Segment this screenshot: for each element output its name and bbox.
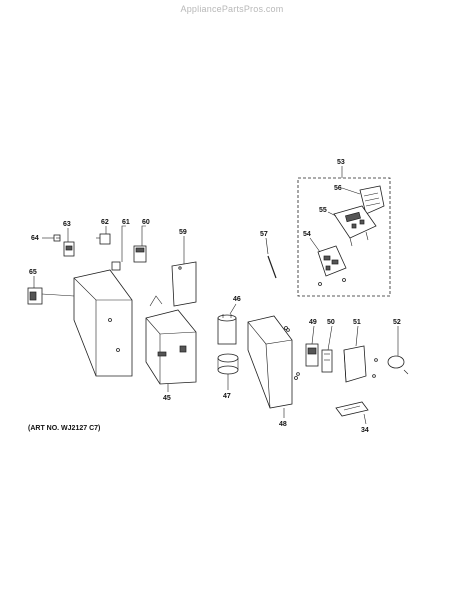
callout-47: 47: [223, 393, 231, 400]
part-65-bracket[interactable]: [27, 287, 43, 305]
part-56-panel[interactable]: [359, 185, 385, 215]
part-64-clip[interactable]: [53, 234, 61, 242]
callout-56: 56: [334, 185, 342, 192]
callout-52: 52: [393, 319, 401, 326]
part-50-display[interactable]: [321, 349, 333, 373]
callout-60: 60: [142, 219, 150, 226]
callout-53: 53: [337, 159, 345, 166]
callout-64: 64: [31, 235, 39, 242]
part-62-relay[interactable]: [96, 233, 111, 245]
part-55-control-board[interactable]: [333, 205, 377, 247]
part-46-capacitor[interactable]: [217, 314, 237, 345]
callout-62: 62: [101, 219, 109, 226]
art-number-label: (ART NO. WJ2127 C7): [28, 425, 101, 432]
part-52-cap[interactable]: [387, 355, 409, 375]
callout-63: 63: [63, 221, 71, 228]
callout-61: 61: [122, 219, 130, 226]
part-48-panel[interactable]: [247, 315, 298, 409]
callout-34: 34: [361, 427, 369, 434]
callout-54: 54: [303, 231, 311, 238]
part-57-wire[interactable]: [267, 255, 277, 279]
part-34-remote[interactable]: [335, 401, 369, 417]
part-59-panel[interactable]: [171, 261, 197, 307]
assembly-53-group-box: [297, 177, 391, 297]
callout-65: 65: [29, 269, 37, 276]
callout-59: 59: [179, 229, 187, 236]
watermark: AppliancePartsPros.com: [180, 4, 284, 14]
control-housing[interactable]: [41, 269, 133, 377]
callout-55: 55: [319, 207, 327, 214]
callout-51: 51: [353, 319, 361, 326]
part-60-thermostat[interactable]: [133, 245, 147, 263]
part-51-housing[interactable]: [343, 345, 367, 383]
part-61-bracket[interactable]: [111, 261, 121, 271]
part-54-circuit-board[interactable]: [317, 245, 347, 286]
part-49-switch[interactable]: [305, 343, 319, 367]
callout-57: 57: [260, 231, 268, 238]
callout-45: 45: [163, 395, 171, 402]
callout-49: 49: [309, 319, 317, 326]
part-45-mounting-bracket[interactable]: [145, 295, 197, 385]
part-63-switch[interactable]: [63, 241, 75, 257]
callout-50: 50: [327, 319, 335, 326]
callout-46: 46: [233, 296, 241, 303]
part-47-strap[interactable]: [217, 353, 239, 375]
callout-48: 48: [279, 421, 287, 428]
